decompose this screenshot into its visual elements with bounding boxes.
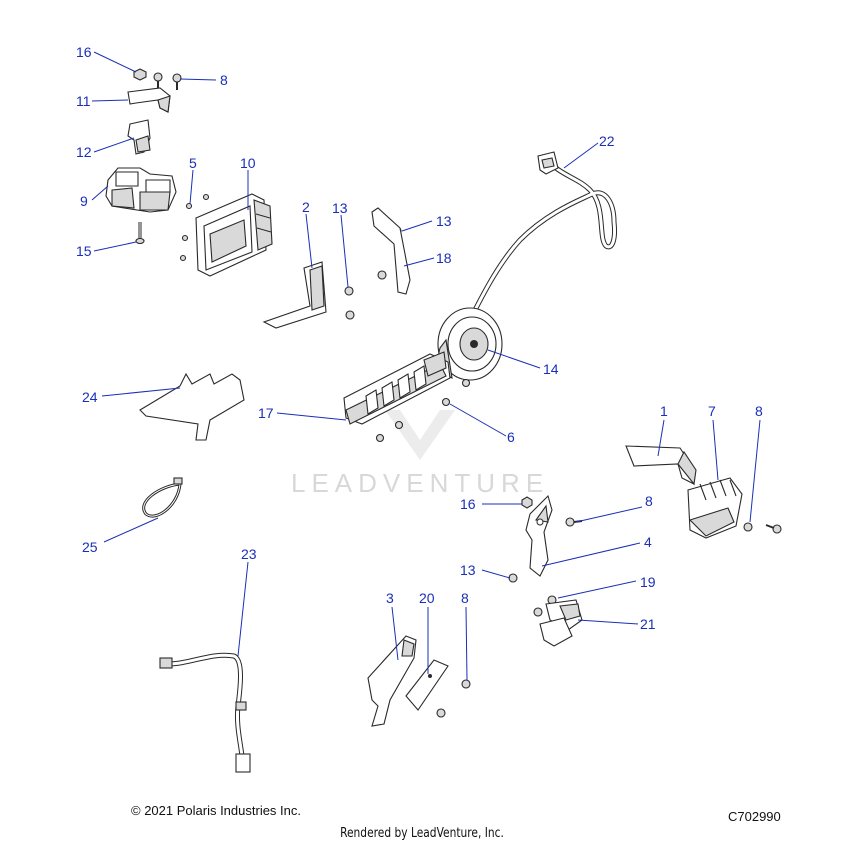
callout-8-mid[interactable]: 8 [645, 493, 653, 509]
part-clamp-12[interactable] [127, 119, 151, 155]
callout-25[interactable]: 25 [82, 539, 98, 555]
part-screws-8-top[interactable] [153, 72, 182, 90]
callout-21[interactable]: 21 [640, 616, 656, 632]
callout-11[interactable]: 11 [76, 93, 91, 109]
leadventure-watermark: LEADVENTURE [291, 410, 549, 498]
part-bracket-4[interactable] [525, 494, 553, 577]
part-nut-16-top[interactable] [133, 68, 147, 81]
part-screws-8-right[interactable] [743, 522, 782, 534]
part-relay-block-9[interactable] [105, 167, 177, 213]
callout-1[interactable]: 1 [660, 403, 668, 419]
callout-16[interactable]: 16 [76, 44, 92, 60]
callout-2[interactable]: 2 [302, 199, 310, 215]
part-screws-6[interactable] [375, 378, 471, 443]
part-bracket-18[interactable] [371, 207, 411, 295]
callout-5[interactable]: 5 [189, 155, 197, 171]
rendered-by-text: Rendered by LeadVenture, Inc. [340, 826, 504, 841]
part-bolt-13-lower[interactable] [508, 573, 518, 583]
part-bolt-15[interactable] [135, 222, 145, 245]
part-cable-tie-25[interactable] [142, 477, 183, 518]
part-clips-19[interactable] [533, 595, 557, 617]
callout-6[interactable]: 6 [507, 429, 515, 445]
callout-8-lower[interactable]: 8 [461, 590, 469, 606]
part-sensors-21[interactable] [539, 599, 583, 647]
watermark-text: LEADVENTURE [291, 468, 549, 498]
callout-3[interactable]: 3 [386, 590, 394, 606]
part-regulator-7[interactable] [687, 477, 743, 539]
callout-14[interactable]: 14 [543, 361, 559, 377]
callout-13-lower[interactable]: 13 [460, 562, 476, 578]
part-bracket-2[interactable] [262, 261, 327, 329]
callout-19[interactable]: 19 [640, 574, 656, 590]
callout-12[interactable]: 12 [76, 144, 92, 160]
part-plate-20[interactable] [405, 659, 449, 711]
part-bracket-3[interactable] [367, 635, 417, 727]
callout-9[interactable]: 9 [80, 193, 88, 209]
callout-18[interactable]: 18 [436, 250, 452, 266]
part-bracket-1[interactable] [625, 445, 697, 486]
part-harness-23[interactable] [159, 652, 251, 773]
callout-10[interactable]: 10 [240, 155, 256, 171]
callout-labels: 16 8 11 12 5 10 9 15 2 13 13 18 22 14 24… [76, 44, 763, 632]
part-ecu-10[interactable] [195, 193, 273, 277]
part-screws-5[interactable] [179, 193, 210, 262]
catalog-number: C702990 [728, 809, 781, 824]
part-fuse-rail-17[interactable] [343, 351, 451, 425]
callout-8-right[interactable]: 8 [755, 403, 763, 419]
callout-13-upper[interactable]: 13 [332, 200, 348, 216]
callout-22[interactable]: 22 [599, 133, 615, 149]
callout-4[interactable]: 4 [644, 534, 652, 550]
callout-16-mid[interactable]: 16 [460, 496, 476, 512]
leader-lines [91, 51, 761, 681]
part-harness-22[interactable] [467, 151, 617, 323]
callout-8[interactable]: 8 [220, 72, 228, 88]
callout-17[interactable]: 17 [258, 405, 274, 421]
callout-20[interactable]: 20 [419, 590, 435, 606]
part-nut-16-mid[interactable] [521, 496, 533, 509]
callout-23[interactable]: 23 [241, 546, 257, 562]
callout-24[interactable]: 24 [82, 389, 98, 405]
copyright-text: © 2021 Polaris Industries Inc. [131, 803, 301, 818]
callout-7[interactable]: 7 [708, 403, 716, 419]
callout-15[interactable]: 15 [76, 243, 92, 259]
part-screw-8-mid[interactable] [565, 517, 583, 527]
part-bracket-24[interactable] [139, 372, 245, 441]
callout-13-right[interactable]: 13 [436, 213, 452, 229]
part-screws-8-lower[interactable] [436, 679, 471, 718]
part-bracket-11[interactable] [127, 87, 171, 113]
